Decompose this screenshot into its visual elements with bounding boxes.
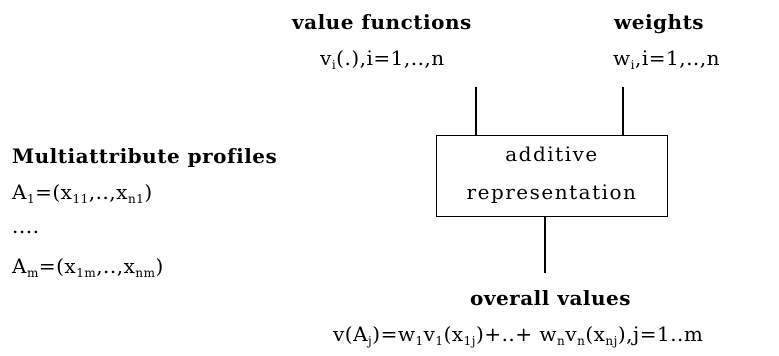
profile-am: Am=(x1m,..,xnm): [12, 254, 164, 280]
box-line-representation: representation: [466, 180, 638, 204]
value-functions-formula: vi(.),i=1,..,n: [320, 46, 445, 72]
additive-representation-box: additive representation: [436, 135, 668, 217]
weights-connector: [622, 87, 624, 135]
overall-connector: [544, 217, 546, 273]
profile-a1: A1=(x11,..,xn1): [12, 180, 153, 206]
weights-title: weights: [614, 10, 705, 34]
overall-values-title: overall values: [470, 286, 632, 310]
box-line-additive: additive: [505, 142, 599, 166]
weights-formula: wi,i=1,..,n: [613, 46, 721, 72]
profiles-title: Multiattribute profiles: [12, 144, 278, 168]
value-functions-title: value functions: [292, 10, 472, 34]
value-functions-connector: [475, 87, 477, 135]
overall-values-formula: v(Aj)=w1v1(x1j)+..+ wnvn(xnj),j=1..m: [333, 322, 704, 348]
profile-ellipsis: ....: [12, 214, 40, 238]
